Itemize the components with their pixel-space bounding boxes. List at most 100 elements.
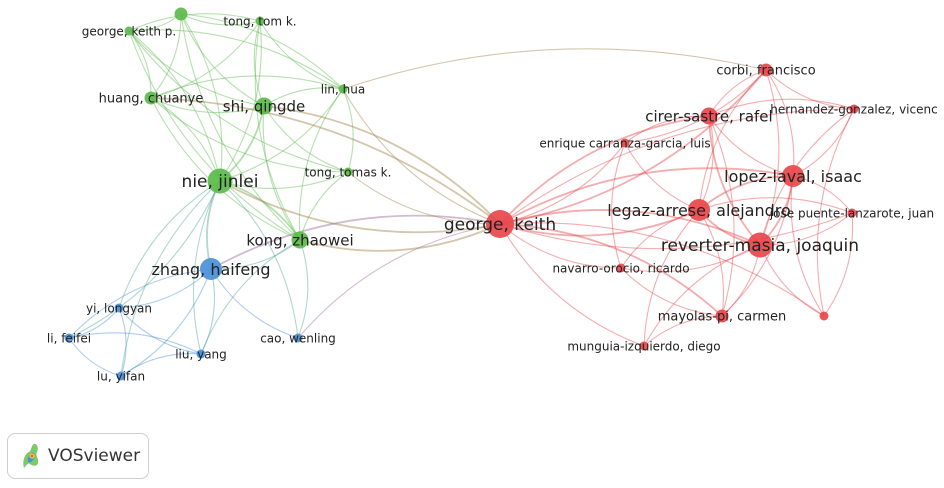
vosviewer-logo-icon xyxy=(23,443,39,468)
link-george_keith-huang_chuanye xyxy=(150,97,501,225)
node-label-kong-zhaowei[interactable]: kong, zhaowei xyxy=(246,231,353,249)
link-cirer_sastre_rafel-hernandez_gonzalez_vicenc xyxy=(708,98,855,117)
link-lin_hua-nie_jinlei xyxy=(219,88,344,182)
link-george_keith-tong_tomas_k xyxy=(347,171,501,225)
link-enrique_carranza_garcia_luis-navarro_orocio_ricardo xyxy=(611,142,626,269)
node-label-cirer-sastre-rafel[interactable]: cirer-sastre, rafel xyxy=(645,107,772,125)
node-mayolas-pi-carmen[interactable] xyxy=(715,309,729,323)
node-lopez-laval-isaac[interactable] xyxy=(782,165,804,187)
node-tong-tomas-k[interactable] xyxy=(343,167,353,177)
node-shi-qingde[interactable] xyxy=(255,97,273,115)
node-cao-wenling[interactable] xyxy=(293,333,303,343)
link-corbi_francisco-reverter_masia_joaquin xyxy=(759,69,780,246)
node-label-enrique-carranza-garcia-luis[interactable]: enrique carranza-garcia, luis xyxy=(539,136,710,150)
node-li-feifei[interactable] xyxy=(64,333,74,343)
node-label-munguia-izquierdo-diego[interactable]: munguia-izquierdo, diego xyxy=(567,339,720,353)
node-label-yi-longyan[interactable]: yi, longyan xyxy=(86,301,152,315)
link-reverter_masia_joaquin-munguia_izquierdo_diego xyxy=(643,244,761,347)
node-yi-longyan[interactable] xyxy=(114,303,124,313)
node-hernandez-gonzalez-vicenc[interactable] xyxy=(849,104,859,114)
link-huang_chuanye-tong_tomas_k xyxy=(150,97,349,173)
link-tong_tom_k-shi_qingde xyxy=(253,20,265,107)
link-lin_hua-corbi_francisco xyxy=(342,48,767,90)
link-george_keith_p-nie_jinlei xyxy=(128,30,221,182)
link-huang_chuanye-lin_hua xyxy=(150,75,344,99)
node-label-shi-qingde[interactable]: shi, qingde xyxy=(223,97,306,115)
link-reverter_masia_joaquin-navarro_orocio_ricardo xyxy=(620,244,761,273)
node-tong-tom-k[interactable] xyxy=(255,16,265,26)
node-label-huang-chuanye[interactable]: huang, chuanye xyxy=(99,92,204,107)
link-george_keith-zhang_haifeng xyxy=(210,214,501,270)
node-cirer-sastre-rafel[interactable] xyxy=(700,107,718,125)
link-jose_puente_lanzarote_juan-red_unlabeled xyxy=(823,212,854,317)
link-legaz_arrese_alejandro-jose_puente_lanzarote_juan xyxy=(698,197,853,214)
nodes-layer xyxy=(64,7,859,381)
node-label-lopez-laval-isaac[interactable]: lopez-laval, isaac xyxy=(724,167,862,186)
node-label-navarro-orocio-ricardo[interactable]: navarro-orocio, ricardo xyxy=(552,261,689,275)
node-george-keith[interactable] xyxy=(486,210,514,238)
link-cirer_sastre_rafel-mayolas_pi_carmen xyxy=(708,115,735,317)
vosviewer-logo-text: VOSviewer xyxy=(48,446,141,466)
labels-layer: george, keith p. tong, tom k. huang, chuan… xyxy=(47,14,938,383)
vosviewer-logo-badge: VOSviewer xyxy=(7,433,149,479)
node-label-hernandez-gonzalez-vicenc[interactable]: hernandez-gonzalez, vicenc xyxy=(770,102,937,116)
link-cirer_sastre_rafel-lopez_laval_isaac xyxy=(708,115,794,177)
node-label-tong-tom-k[interactable]: tong, tom k. xyxy=(223,14,296,28)
link-zhang_haifeng-liu_yang xyxy=(200,268,215,355)
node-green-unlabeled[interactable] xyxy=(174,7,188,21)
link-green_unlabeled-huang_chuanye xyxy=(150,13,182,99)
node-kong-zhaowei[interactable] xyxy=(291,231,309,249)
link-corbi_francisco-hernandez_gonzalez_vicenc xyxy=(765,69,855,110)
link-tong_tom_k-green_unlabeled xyxy=(180,13,261,26)
node-label-zhang-haifeng[interactable]: zhang, haifeng xyxy=(152,260,271,279)
node-lu-yifan[interactable] xyxy=(116,371,126,381)
link-george_keith_p-huang_chuanye xyxy=(128,30,152,99)
node-corbi-francisco[interactable] xyxy=(759,63,773,77)
link-lopez_laval_isaac-legaz_arrese_alejandro xyxy=(698,175,794,211)
link-yi_longyan-li_feifei xyxy=(68,307,120,339)
node-navarro-orocio-ricardo[interactable] xyxy=(616,263,626,273)
node-nie-jinlei[interactable] xyxy=(207,168,233,194)
node-liu-yang[interactable] xyxy=(196,349,206,359)
node-label-lin-hua[interactable]: lin, hua xyxy=(321,82,365,96)
node-red-unlabeled[interactable] xyxy=(819,311,829,321)
link-zhang_haifeng-yi_longyan xyxy=(118,268,212,309)
node-label-legaz-arrese-alejandro[interactable]: legaz-arrese, alejandro xyxy=(607,201,791,220)
link-george_keith-enrique_carranza_garcia_luis xyxy=(499,142,626,225)
node-label-george-keith-p[interactable]: george, keith p. xyxy=(82,24,177,38)
node-label-george-keith[interactable]: george, keith xyxy=(444,215,556,235)
node-label-corbi-francisco[interactable]: corbi, francisco xyxy=(716,64,815,79)
link-cirer_sastre_rafel-reverter_masia_joaquin xyxy=(708,115,761,246)
node-munguia-izquierdo-diego[interactable] xyxy=(639,341,649,351)
node-reverter-masia-joaquin[interactable] xyxy=(747,232,773,258)
link-kong_zhaowei-liu_yang xyxy=(200,239,301,355)
node-label-mayolas-pi-carmen[interactable]: mayolas-pi, carmen xyxy=(658,310,787,325)
links-layer xyxy=(68,13,855,377)
link-mayolas_pi_carmen-navarro_orocio_ricardo xyxy=(620,267,723,317)
link-shi_qingde-kong_zhaowei xyxy=(262,105,301,241)
node-label-nie-jinlei[interactable]: nie, jinlei xyxy=(182,172,259,192)
node-enrique-carranza-garcia-luis[interactable] xyxy=(620,138,630,148)
link-nie_jinlei-cao_wenling xyxy=(219,180,299,339)
node-lin-hua[interactable] xyxy=(338,84,348,94)
link-yi_longyan-liu_yang xyxy=(118,307,202,355)
link-nie_jinlei-liu_yang xyxy=(192,180,221,355)
link-george_keith-nie_jinlei xyxy=(219,180,501,234)
node-label-jose-puente-lanzarote-juan[interactable]: jose puente-lanzarote, juan xyxy=(769,206,934,220)
link-li_feifei-lu_yifan xyxy=(68,337,122,377)
link-george_keith_p-shi_qingde xyxy=(128,30,265,107)
node-label-tong-tomas-k[interactable]: tong, tomas k. xyxy=(305,165,392,179)
node-legaz-arrese-alejandro[interactable] xyxy=(688,199,710,221)
node-label-lu-yifan[interactable]: lu, yifan xyxy=(97,369,145,383)
link-li_feifei-liu_yang xyxy=(68,332,202,355)
node-george-keith-p[interactable] xyxy=(124,26,134,36)
node-zhang-haifeng[interactable] xyxy=(200,258,222,280)
node-huang-chuanye[interactable] xyxy=(144,91,158,105)
link-george_keith-hernandez_gonzalez_vicenc xyxy=(499,108,855,225)
node-label-reverter-masia-joaquin[interactable]: reverter-masia, joaquin xyxy=(661,236,859,256)
node-jose-puente-lanzarote-juan[interactable] xyxy=(847,208,857,218)
node-label-cao-wenling[interactable]: cao, wenling xyxy=(260,331,336,345)
node-label-li-feifei[interactable]: li, feifei xyxy=(47,331,91,345)
node-label-liu-yang[interactable]: liu, yang xyxy=(175,347,227,361)
